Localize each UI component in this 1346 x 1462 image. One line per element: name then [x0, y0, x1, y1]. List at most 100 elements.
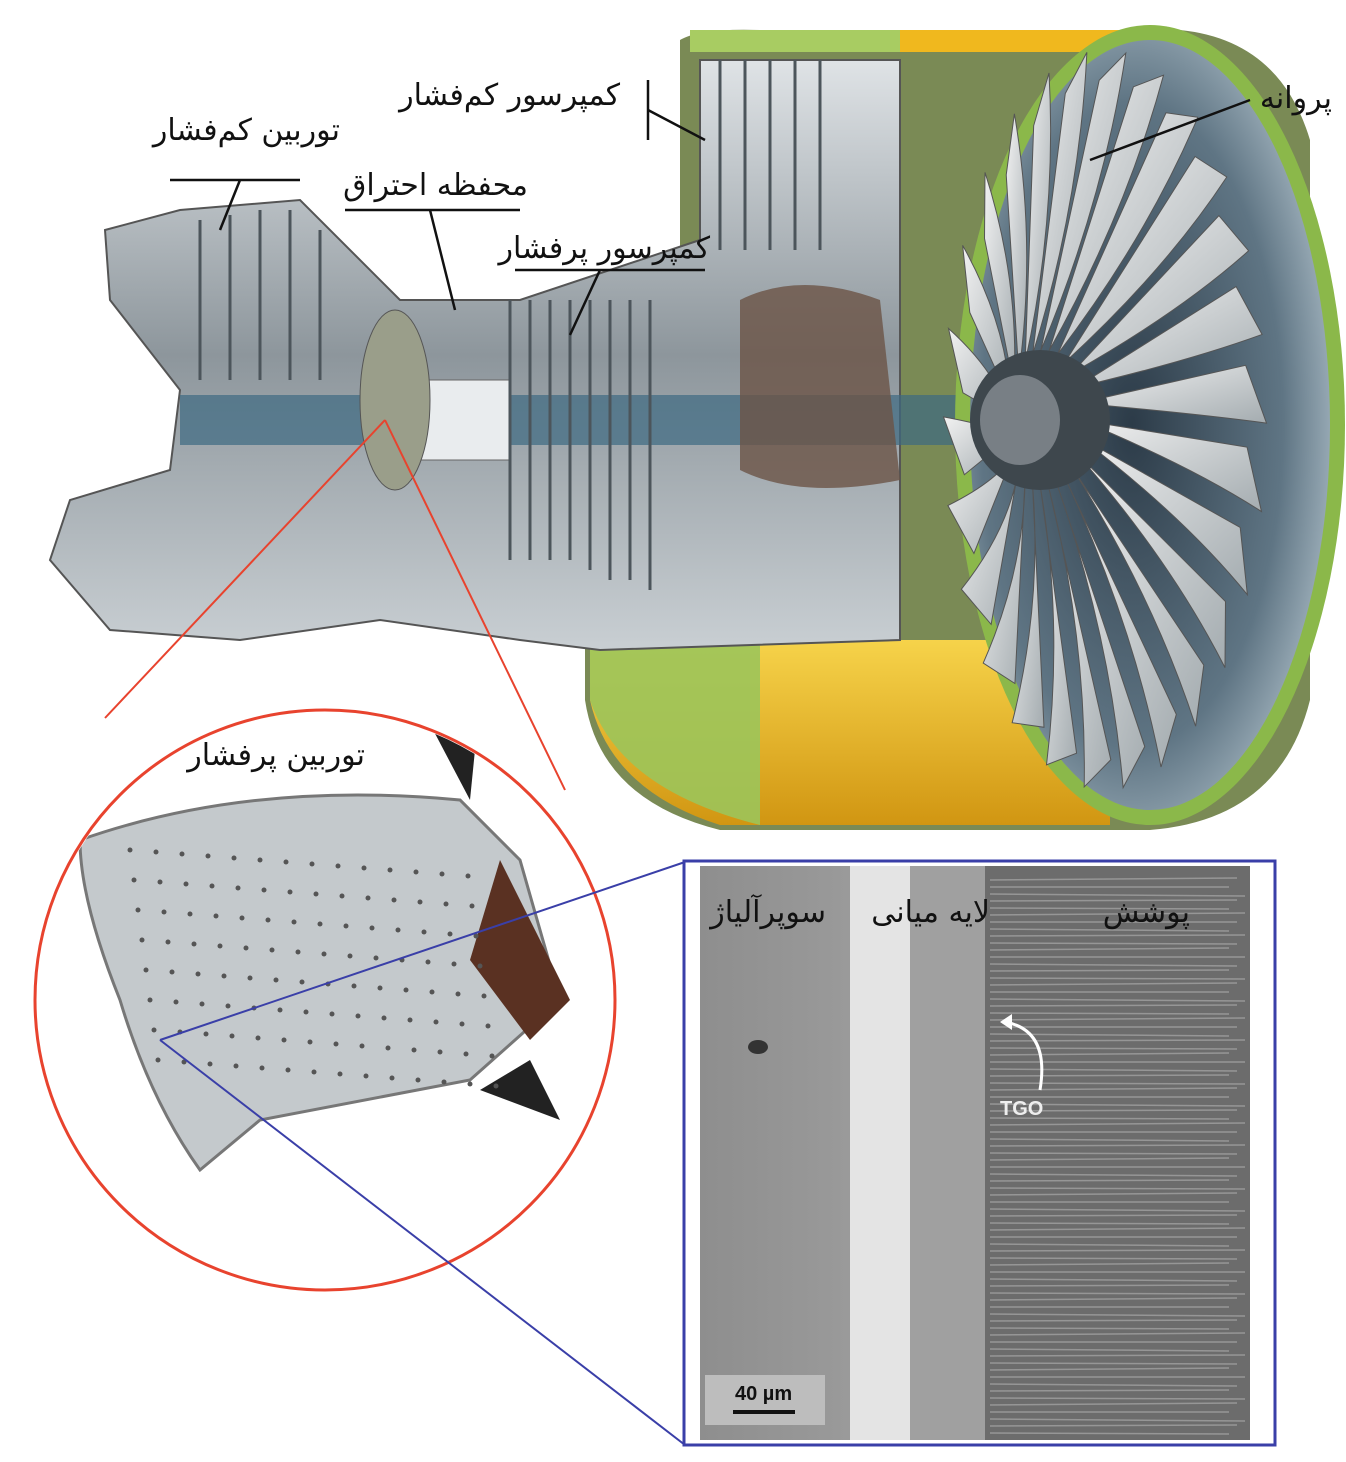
cooling-hole	[321, 951, 327, 957]
columnar-grain	[989, 928, 1230, 932]
cooling-hole	[165, 939, 171, 945]
cooling-hole	[265, 917, 271, 923]
fan	[942, 25, 1345, 825]
cooling-hole	[285, 1067, 291, 1073]
cooling-hole	[135, 907, 141, 913]
engine-core	[48, 59, 1000, 652]
cooling-hole	[153, 849, 159, 855]
cooling-hole	[395, 927, 401, 933]
columnar-grain	[989, 877, 1238, 881]
cooling-hole	[225, 1003, 231, 1009]
columnar-grain	[989, 1157, 1230, 1161]
columnar-grain	[989, 1122, 1246, 1126]
cooling-hole	[259, 1065, 265, 1071]
cooling-hole	[467, 1081, 473, 1087]
cooling-hole	[273, 977, 279, 983]
cooling-hole	[231, 855, 237, 861]
cooling-hole	[181, 1059, 187, 1065]
columnar-grain	[989, 963, 1238, 967]
columnar-grain	[989, 1313, 1246, 1317]
zoom-line	[384, 419, 566, 791]
columnar-grain	[989, 912, 1246, 916]
columnar-grain	[989, 1243, 1230, 1247]
cooling-hole	[373, 955, 379, 961]
columnar-grain	[989, 1004, 1238, 1007]
cooling-hole	[387, 867, 393, 873]
label-combustion-chamber: محفظه احتراق	[343, 168, 528, 203]
columnar-grain	[989, 1292, 1246, 1295]
cooling-hole	[291, 919, 297, 925]
fan-blade	[1048, 489, 1112, 789]
cooling-hole	[391, 897, 397, 903]
columnar-grain	[989, 1389, 1230, 1392]
columnar-grain	[989, 977, 1246, 980]
columnar-grain	[989, 899, 1238, 902]
columnar-grain	[989, 1227, 1246, 1231]
columnar-grain	[989, 1074, 1230, 1077]
cooling-hole	[233, 1063, 239, 1069]
cooling-hole	[403, 987, 409, 993]
columnar-grain	[989, 1109, 1238, 1112]
columnar-grain	[989, 1117, 1230, 1120]
columnar-grain	[989, 1424, 1238, 1427]
columnar-grain	[989, 1214, 1238, 1217]
zoom-line	[104, 419, 386, 719]
fan-blade	[1056, 112, 1199, 355]
columnar-grain	[989, 942, 1238, 945]
cooling-hole	[489, 1053, 495, 1059]
cooling-hole	[311, 1069, 317, 1075]
cooling-hole	[299, 979, 305, 985]
zoom-line	[159, 861, 686, 1041]
cooling-hole	[157, 879, 163, 885]
cooling-hole	[355, 1013, 361, 1019]
cooling-hole	[243, 945, 249, 951]
turbine-blade-zoom	[33, 708, 617, 1292]
cooling-hole	[161, 909, 167, 915]
columnar-grain	[989, 1432, 1230, 1435]
columnar-grain	[989, 1367, 1230, 1371]
cooling-hole	[207, 1061, 213, 1067]
columnar-grain	[989, 1319, 1238, 1322]
cooling-hole	[173, 999, 179, 1005]
cooling-hole	[179, 851, 185, 857]
cooling-hole	[481, 993, 487, 999]
cooling-hole	[451, 961, 457, 967]
columnar-grain	[989, 1362, 1238, 1365]
cooling-hole	[151, 1027, 157, 1033]
cooling-hole	[493, 1083, 499, 1089]
cooling-hole	[437, 1049, 443, 1055]
cooling-hole	[415, 1077, 421, 1083]
columnar-grain	[989, 1144, 1246, 1147]
columnar-grain	[989, 1179, 1230, 1182]
cooling-hole	[343, 923, 349, 929]
cooling-hole	[147, 997, 153, 1003]
columnar-grain	[989, 1284, 1230, 1287]
label-fan: پروانه	[1260, 81, 1332, 116]
cooling-hole	[407, 1017, 413, 1023]
cooling-hole	[433, 1019, 439, 1025]
fan-blade	[1040, 489, 1078, 766]
columnar-grain	[989, 1173, 1238, 1177]
cooling-hole	[411, 1047, 417, 1053]
label-superalloy: سوپرآلیاژ	[708, 894, 826, 930]
columnar-grain	[989, 1047, 1238, 1050]
cooling-hole	[317, 921, 323, 927]
columnar-grain	[989, 1208, 1246, 1212]
cooling-hole	[155, 1057, 161, 1063]
fan-blade	[1064, 477, 1177, 768]
cooling-hole	[257, 857, 263, 863]
cooling-hole	[459, 1021, 465, 1027]
cooling-hole	[413, 869, 419, 875]
cooling-hole	[213, 913, 219, 919]
columnar-grain	[989, 1222, 1230, 1225]
cooling-hole	[203, 1031, 209, 1037]
cooling-hole	[307, 1039, 313, 1045]
columnar-grain	[989, 1348, 1230, 1352]
cooling-hole	[443, 901, 449, 907]
columnar-grain	[989, 934, 1246, 937]
columnar-grain	[989, 1327, 1230, 1330]
cooling-hole	[303, 1009, 309, 1015]
columnar-grain	[989, 1052, 1230, 1056]
cooling-hole	[359, 1043, 365, 1049]
cooling-hole	[295, 949, 301, 955]
